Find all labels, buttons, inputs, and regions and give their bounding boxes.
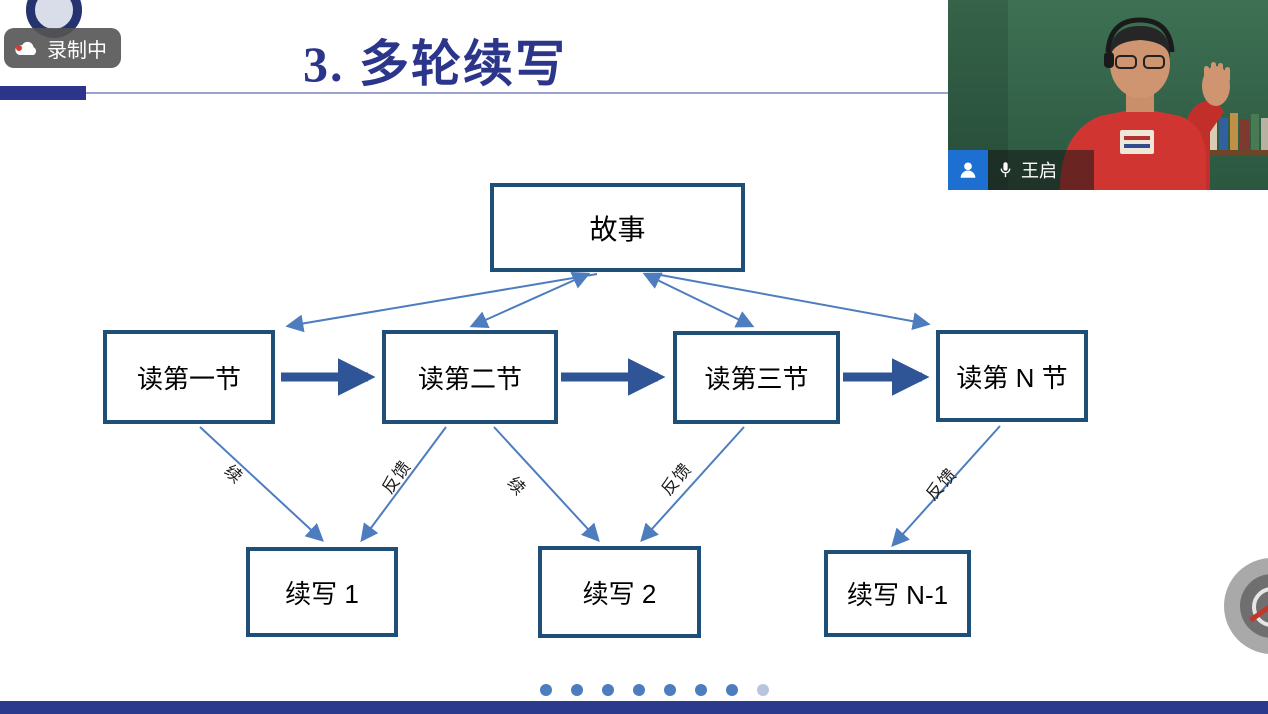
pagination-dot[interactable] [757,684,769,696]
pagination-dot[interactable] [695,684,707,696]
pagination-dot[interactable] [571,684,583,696]
edge-label-continue-1: 续 [220,461,247,488]
diagram-box-story: 故事 [490,183,745,272]
participant-video[interactable]: 王启 [948,0,1268,190]
pagination-dot[interactable] [664,684,676,696]
bottom-bar [0,701,1268,714]
mic-icon [997,159,1014,181]
diagram-box-read-2: 读第二节 [382,330,558,424]
diagram-box-read-3: 读第三节 [673,331,840,424]
participant-name-strip: 王启 [988,150,1094,190]
reaction-button[interactable] [1224,558,1268,654]
edge-label-continue-2: 续 [503,473,530,500]
recording-badge[interactable]: 录制中 [4,28,121,68]
diagram-box-write-2: 续写 2 [538,546,701,638]
presenter [1060,17,1230,190]
edge-label-feedback-n: 反馈 [922,464,961,505]
participant-name: 王启 [1021,161,1057,181]
recording-label: 录制中 [47,39,107,62]
diagram-box-write-n1: 续写 N-1 [824,550,971,637]
webcam-scene [948,0,1268,190]
title-divider [0,92,1268,94]
diagram-box-read-n: 读第 N 节 [936,330,1088,422]
pagination-dot[interactable] [726,684,738,696]
person-icon [957,159,979,181]
pagination-dot[interactable] [540,684,552,696]
pagination-dots [540,684,769,696]
cloud-record-icon [14,39,40,57]
edge-label-feedback-1: 反馈 [378,457,415,498]
diagram-box-read-1: 读第一节 [103,330,275,424]
pagination-dot[interactable] [633,684,645,696]
diagram-box-write-1: 续写 1 [246,547,398,637]
pagination-dot[interactable] [602,684,614,696]
stamp-icon [1240,574,1268,638]
slide-title: 3. 多轮续写 [303,36,567,92]
edge-label-feedback-2: 反馈 [657,459,696,500]
title-accent-bar [0,86,86,100]
participant-button[interactable] [948,150,988,190]
